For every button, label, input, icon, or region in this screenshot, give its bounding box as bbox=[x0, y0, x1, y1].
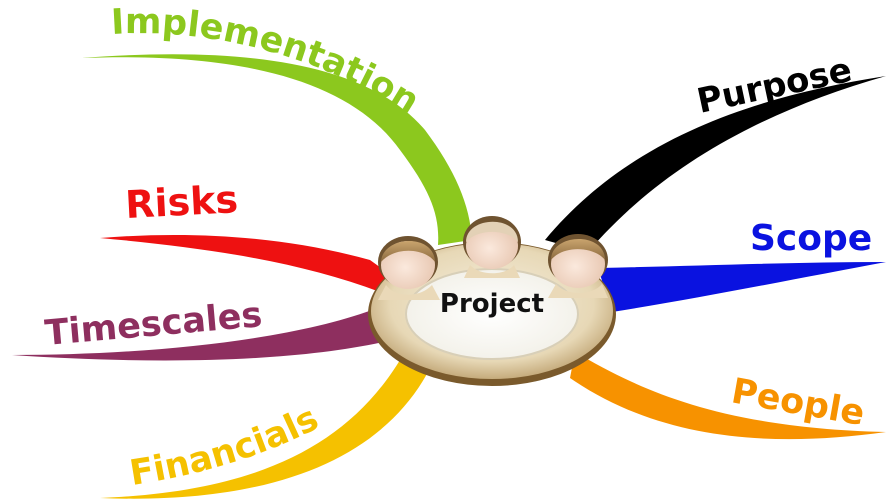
branch-people bbox=[570, 352, 886, 440]
branch-implementation bbox=[82, 54, 472, 245]
label-risks: Risks bbox=[124, 177, 239, 227]
label-scope: Scope bbox=[750, 218, 872, 259]
center-node: Project bbox=[368, 216, 616, 386]
person-head-icon bbox=[548, 234, 608, 298]
label-financials: Financials bbox=[127, 399, 325, 494]
person-head-icon bbox=[463, 216, 521, 278]
center-label: Project bbox=[440, 289, 544, 319]
branch-timescales bbox=[12, 310, 392, 361]
branch-purpose bbox=[545, 76, 886, 252]
person-head-icon bbox=[378, 236, 440, 300]
branch-financials bbox=[100, 360, 428, 499]
branch-scope bbox=[598, 262, 886, 312]
branch-risks bbox=[100, 234, 395, 292]
